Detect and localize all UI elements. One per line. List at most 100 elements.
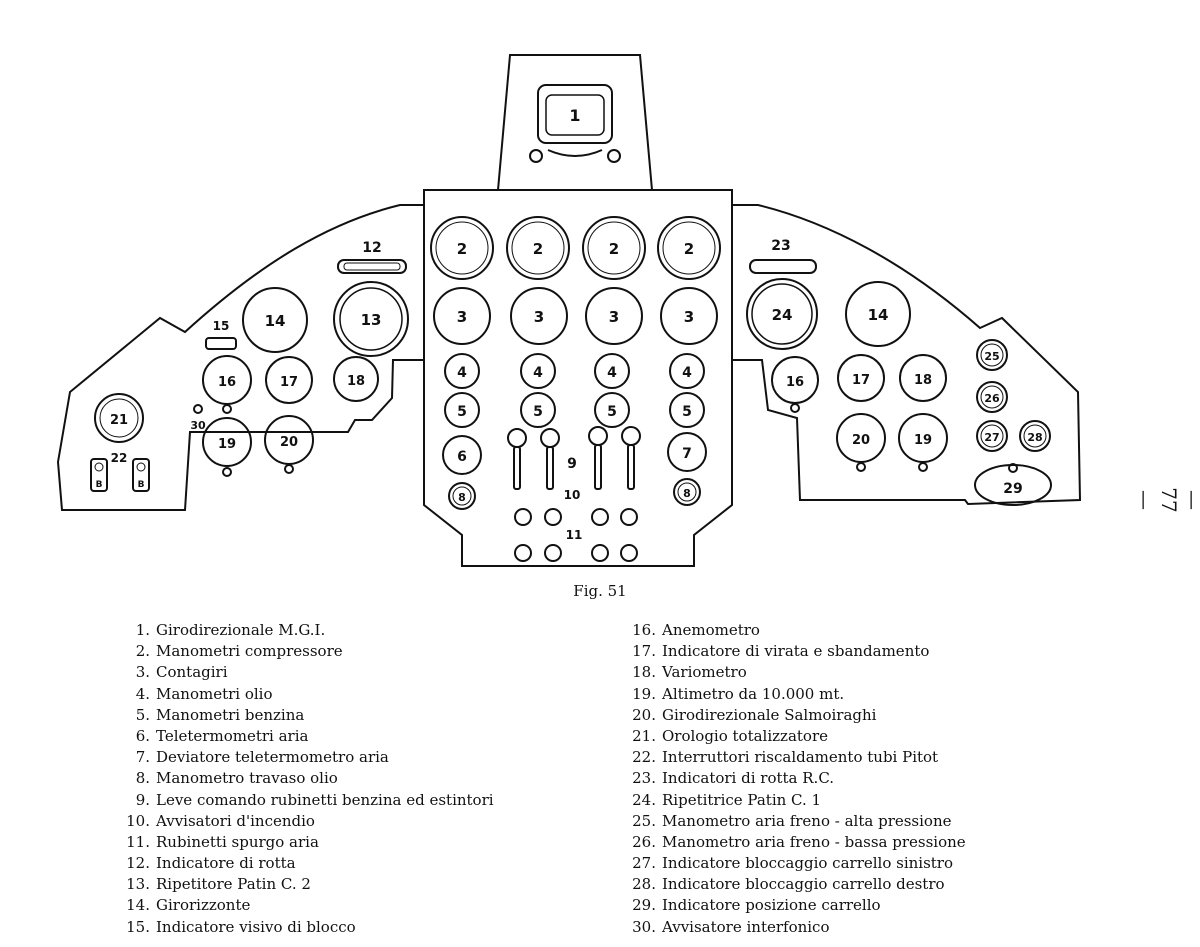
legend-number: 10. <box>126 811 150 830</box>
legend-number: 1. <box>135 621 150 639</box>
svg-text:2: 2 <box>609 240 619 258</box>
instrument-25 <box>976 339 1008 371</box>
legend-text: Deviatore teletermometro aria <box>156 748 389 767</box>
legend-text: Girodirezionale M.G.I. <box>156 621 326 639</box>
svg-text:3: 3 <box>609 308 619 326</box>
legend-item: 1. Girodirezionale M.G.I. <box>122 620 494 641</box>
svg-text:5: 5 <box>607 404 617 420</box>
label-30: 30 <box>190 419 206 432</box>
legend-text: Interruttori riscaldamento tubi Pitot <box>662 748 939 767</box>
legend-text: Manometri benzina <box>156 705 305 724</box>
legend-number: 30. <box>632 917 656 936</box>
legend-number: 6. <box>135 726 150 745</box>
legend-text: Avvisatore interfonico <box>662 917 830 936</box>
legend-number: 29. <box>632 896 656 915</box>
label-21: 21 <box>110 413 128 428</box>
instrument-17-left <box>265 356 313 404</box>
legend-item: 13.Ripetitore Patin C. 2 <box>122 874 494 895</box>
legend-number: 16. <box>632 621 656 639</box>
svg-text:2: 2 <box>457 240 467 258</box>
right-panel-outline <box>731 204 1082 506</box>
svg-text:3: 3 <box>457 308 467 326</box>
legend-number: 12. <box>126 854 150 873</box>
legend-item: 24. Ripetitrice Patin C. 1 <box>628 790 966 811</box>
center-panel-outline <box>423 189 733 567</box>
legend-item: 25. Manometro aria freno - alta pressione <box>628 811 966 832</box>
instrument-5-group: 5 5 5 5 <box>444 392 705 428</box>
legend-text: Avvisatori d'incendio <box>156 811 315 830</box>
label-6: 6 <box>457 449 467 465</box>
instrument-12 <box>337 259 407 274</box>
label-26: 26 <box>984 392 1000 405</box>
legend-text: Indicatore bloccaggio carrello destro <box>662 875 945 894</box>
air-drain-taps <box>514 544 638 562</box>
legend-item: 15.Indicatore visivo di blocco <box>122 917 494 938</box>
legend-text: Leve comando rubinetti benzina ed estint… <box>156 790 494 809</box>
legend-item: 6.Teletermometri aria <box>122 726 494 747</box>
legend-text: Indicatore di rotta <box>156 854 296 873</box>
legend-item: 30. Avvisatore interfonico <box>628 917 966 938</box>
instrument-24 <box>746 278 818 350</box>
instrument-18-left <box>333 356 379 402</box>
legend-text: Manometro aria freno - alta pressione <box>662 811 952 830</box>
top-unit-outline <box>496 54 654 191</box>
label-25: 25 <box>984 350 999 363</box>
instrument-3-group: 3 3 3 3 <box>433 287 718 345</box>
legend-item: 26. Manometro aria freno - bassa pression… <box>628 832 966 853</box>
svg-text:B: B <box>96 480 103 490</box>
instrument-23 <box>749 259 817 274</box>
legend-text: Variometro <box>662 663 747 682</box>
legend-text: Indicatori di rotta R.C. <box>662 769 835 788</box>
label-22: 22 <box>111 451 128 465</box>
label-12: 12 <box>362 240 381 256</box>
legend-item: 22.Interruttori riscaldamento tubi Pitot <box>628 747 966 768</box>
legend-item: 10. Avvisatori d'incendio <box>122 811 494 832</box>
legend-number: 25. <box>632 811 656 830</box>
legend-item: 20.Girodirezionale Salmoiraghi <box>628 705 966 726</box>
instrument-7 <box>667 432 707 472</box>
instrument-4-group: 4 4 4 4 <box>444 353 705 389</box>
legend-number: 2. <box>135 642 150 661</box>
instrument-28 <box>1019 420 1051 452</box>
svg-text:5: 5 <box>682 404 692 420</box>
legend-number: 23. <box>632 769 656 788</box>
legend-text: Altimetro da 10.000 mt. <box>662 684 845 703</box>
legend-item: 17.Indicatore di virata e sbandamento <box>628 641 966 662</box>
legend-number: 3. <box>135 663 150 682</box>
legend-number: 28. <box>632 875 656 894</box>
legend-item: 11.Rubinetti spurgo aria <box>122 832 494 853</box>
label-1: 1 <box>569 106 580 125</box>
pitot-heater-switches: B B <box>90 458 150 492</box>
legend-item: 23. Indicatori di rotta R.C. <box>628 768 966 789</box>
label-28: 28 <box>1027 431 1042 444</box>
legend-item: 29.Indicatore posizione carrello <box>628 895 966 916</box>
legend-number: 21. <box>632 726 656 745</box>
legend-item: 4.Manometri olio <box>122 684 494 705</box>
legend-text: Ripetitrice Patin C. 1 <box>662 790 822 809</box>
legend-text: Rubinetti spurgo aria <box>156 832 319 851</box>
instrument-14-left <box>242 287 308 353</box>
svg-text:4: 4 <box>533 365 543 381</box>
label-29: 29 <box>1003 481 1022 497</box>
label-9: 9 <box>567 456 577 472</box>
legend-number: 15. <box>126 917 150 936</box>
legend-item: 8.Manometro travaso olio <box>122 768 494 789</box>
legend-text: Orologio totalizzatore <box>662 726 829 745</box>
instrument-30 <box>193 404 203 414</box>
legend-number: 26. <box>632 832 656 851</box>
svg-text:5: 5 <box>533 404 543 420</box>
fire-warning-lights <box>514 508 638 526</box>
left-panel-outline <box>56 204 425 511</box>
svg-text:8: 8 <box>683 487 691 500</box>
legend-text: Manometri compressore <box>156 642 343 661</box>
fuel-extinguisher-levers <box>507 426 641 490</box>
legend-item: 12. Indicatore di rotta <box>122 853 494 874</box>
legend-number: 24. <box>632 790 656 809</box>
instrument-17-right <box>837 354 885 402</box>
instrument-2-group: 2 2 2 2 <box>430 216 721 280</box>
legend-text: Manometro aria freno - bassa pressione <box>662 832 966 851</box>
legend-number: 14. <box>126 896 150 915</box>
legend-item: 14.Girorizzonte <box>122 895 494 916</box>
label-23: 23 <box>771 238 790 254</box>
legend-number: 20. <box>632 705 656 724</box>
